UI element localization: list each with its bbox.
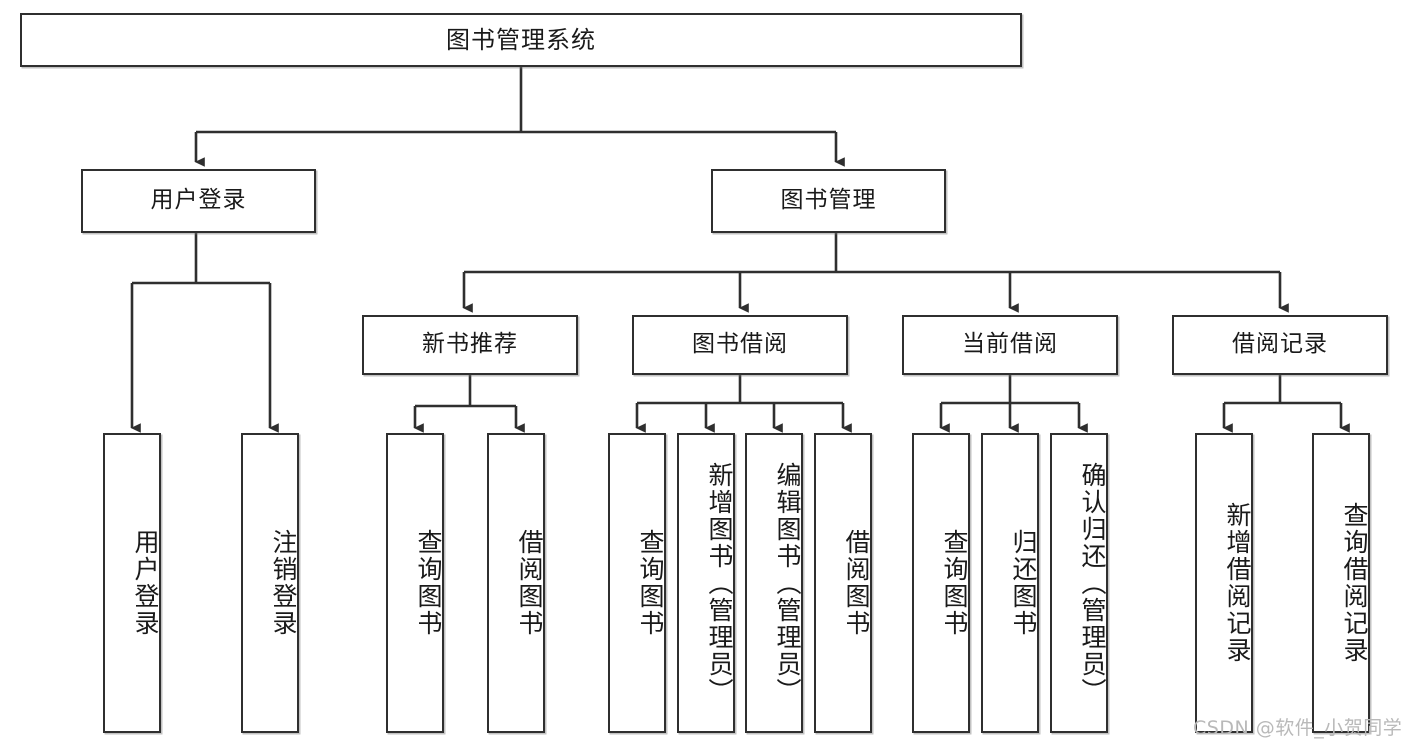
node-label: 新增图书（管理员） <box>705 461 734 705</box>
node-label: 用户登录 <box>150 187 247 214</box>
node-label: 注销登录 <box>269 529 298 637</box>
node-label: 当前借阅 <box>962 331 1058 358</box>
node-label: 编辑图书（管理员） <box>773 461 802 705</box>
leaf-current-query-book[interactable]: 查询图书 <box>912 433 970 733</box>
leaf-record-query-record[interactable]: 查询借阅记录 <box>1312 433 1370 733</box>
watermark-text: CSDN @软件_小贺同学 <box>1193 717 1403 739</box>
leaf-user-login-logout[interactable]: 注销登录 <box>241 433 299 733</box>
node-label: 查询图书 <box>940 529 969 637</box>
node-borrow-record[interactable]: 借阅记录 <box>1172 315 1388 375</box>
leaf-user-login-login[interactable]: 用户登录 <box>103 433 161 733</box>
leaf-record-add-record[interactable]: 新增借阅记录 <box>1195 433 1253 733</box>
node-label: 用户登录 <box>131 529 160 637</box>
node-label: 借阅图书 <box>515 529 544 637</box>
leaf-borrow-add-book-admin[interactable]: 新增图书（管理员） <box>677 433 735 733</box>
node-book-borrow[interactable]: 图书借阅 <box>632 315 848 375</box>
node-root-system[interactable]: 图书管理系统 <box>20 13 1022 67</box>
node-label: 确认归还（管理员） <box>1078 461 1107 705</box>
node-label: 查询图书 <box>636 529 665 637</box>
node-label: 图书管理系统 <box>446 25 596 54</box>
leaf-current-confirm-return-admin[interactable]: 确认归还（管理员） <box>1050 433 1108 733</box>
node-user-login[interactable]: 用户登录 <box>81 169 316 233</box>
node-label: 新书推荐 <box>422 331 518 358</box>
node-new-book-recommend[interactable]: 新书推荐 <box>362 315 578 375</box>
leaf-borrow-borrow-book[interactable]: 借阅图书 <box>814 433 872 733</box>
node-label: 借阅图书 <box>842 529 871 637</box>
node-label: 借阅记录 <box>1232 331 1328 358</box>
leaf-new-book-query[interactable]: 查询图书 <box>386 433 444 733</box>
leaf-borrow-edit-book-admin[interactable]: 编辑图书（管理员） <box>745 433 803 733</box>
leaf-current-return-book[interactable]: 归还图书 <box>981 433 1039 733</box>
node-label: 查询图书 <box>414 529 443 637</box>
node-current-borrow[interactable]: 当前借阅 <box>902 315 1118 375</box>
node-book-management[interactable]: 图书管理 <box>711 169 946 233</box>
node-label: 图书借阅 <box>692 331 788 358</box>
leaf-borrow-query-book[interactable]: 查询图书 <box>608 433 666 733</box>
node-label: 新增借阅记录 <box>1223 502 1252 664</box>
node-label: 归还图书 <box>1009 529 1038 637</box>
node-label: 查询借阅记录 <box>1340 502 1369 664</box>
leaf-new-book-borrow[interactable]: 借阅图书 <box>487 433 545 733</box>
node-label: 图书管理 <box>780 187 877 214</box>
